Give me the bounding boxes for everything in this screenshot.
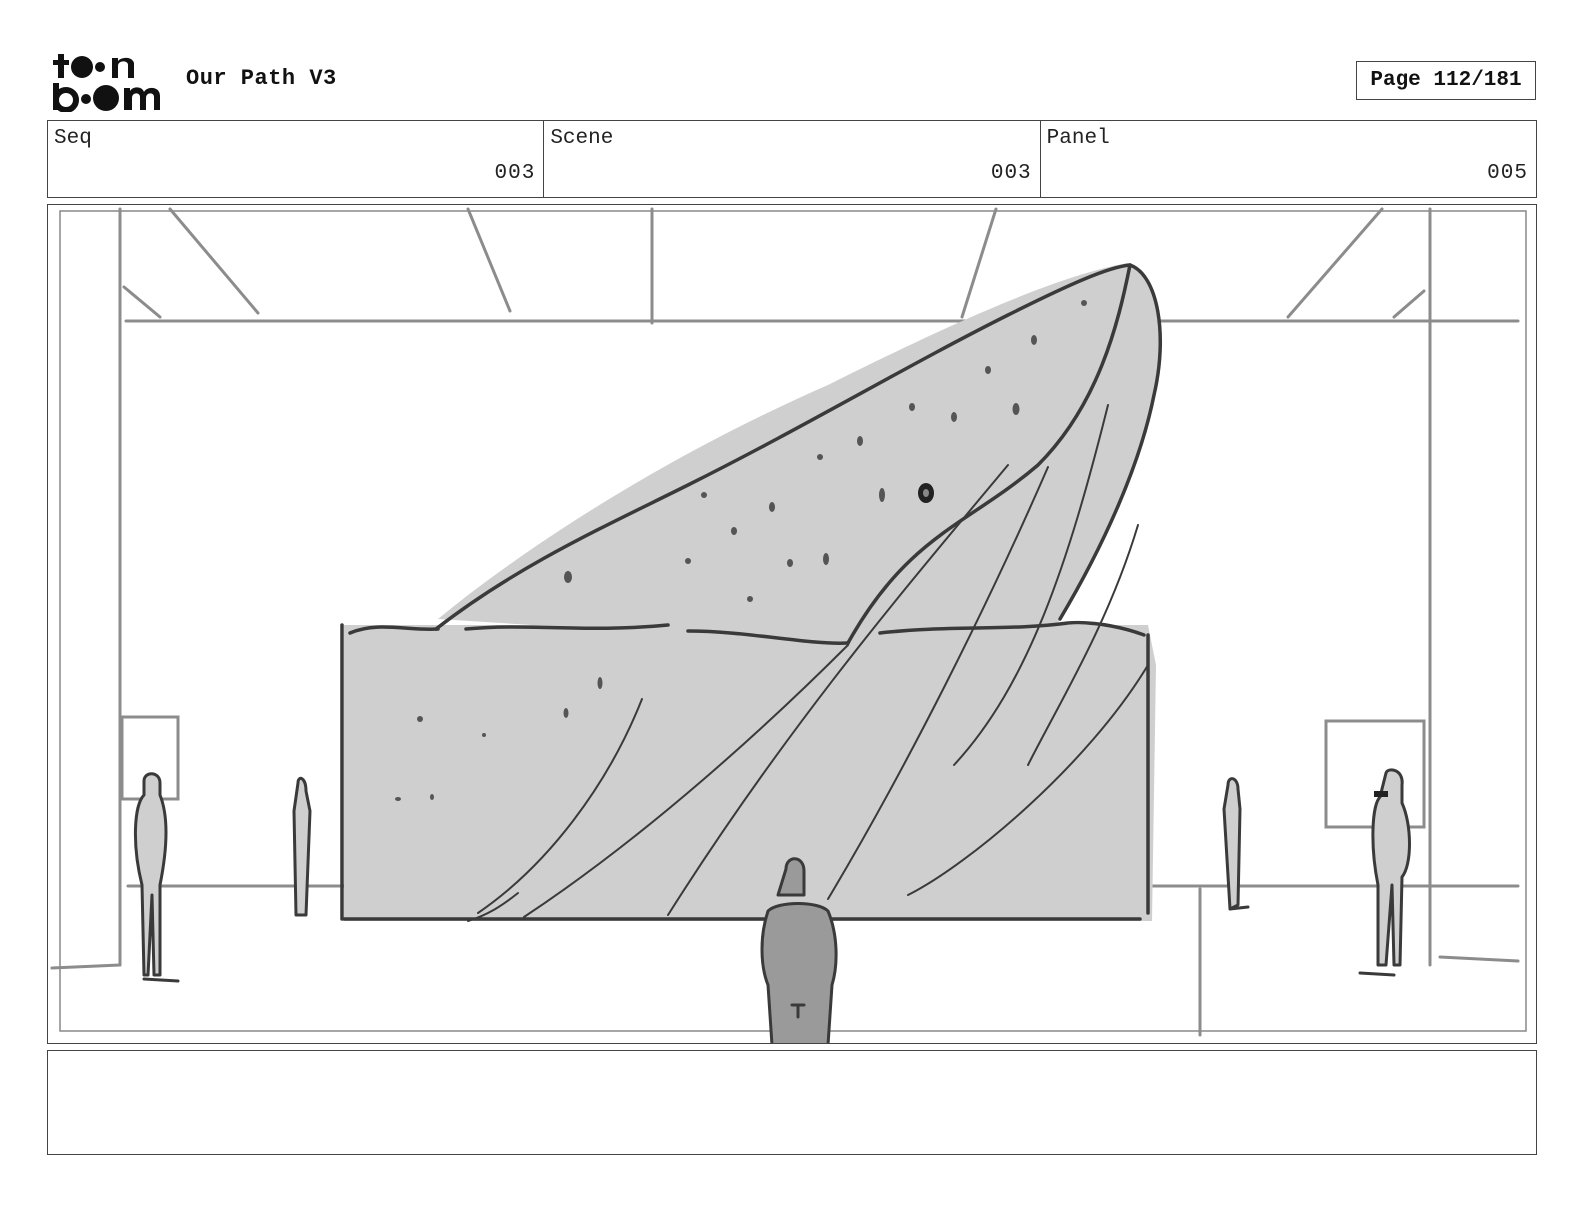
seq-cell: Seq 003 [48, 121, 545, 197]
page-number-box: Page 112/181 [1356, 61, 1536, 100]
scene-label: Scene [550, 127, 614, 150]
document-title: Our Path V3 [186, 66, 337, 91]
storyboard-sketch-icon [50, 207, 1527, 1043]
shot-info-row: Seq 003 Scene 003 Panel 005 [47, 120, 1537, 198]
seq-label: Seq [54, 127, 92, 150]
panel-cell: Panel 005 [1041, 121, 1536, 197]
panel-value: 005 [1487, 162, 1528, 185]
panel-notes-box [47, 1050, 1537, 1155]
panel-label: Panel [1046, 127, 1110, 150]
toon-boom-logo [53, 54, 160, 112]
seq-value: 003 [494, 162, 536, 185]
scene-value: 003 [990, 162, 1032, 185]
scene-cell: Scene 003 [544, 121, 1041, 197]
storyboard-panel [47, 204, 1537, 1044]
page-number-label: Page 112/181 [1370, 69, 1522, 92]
